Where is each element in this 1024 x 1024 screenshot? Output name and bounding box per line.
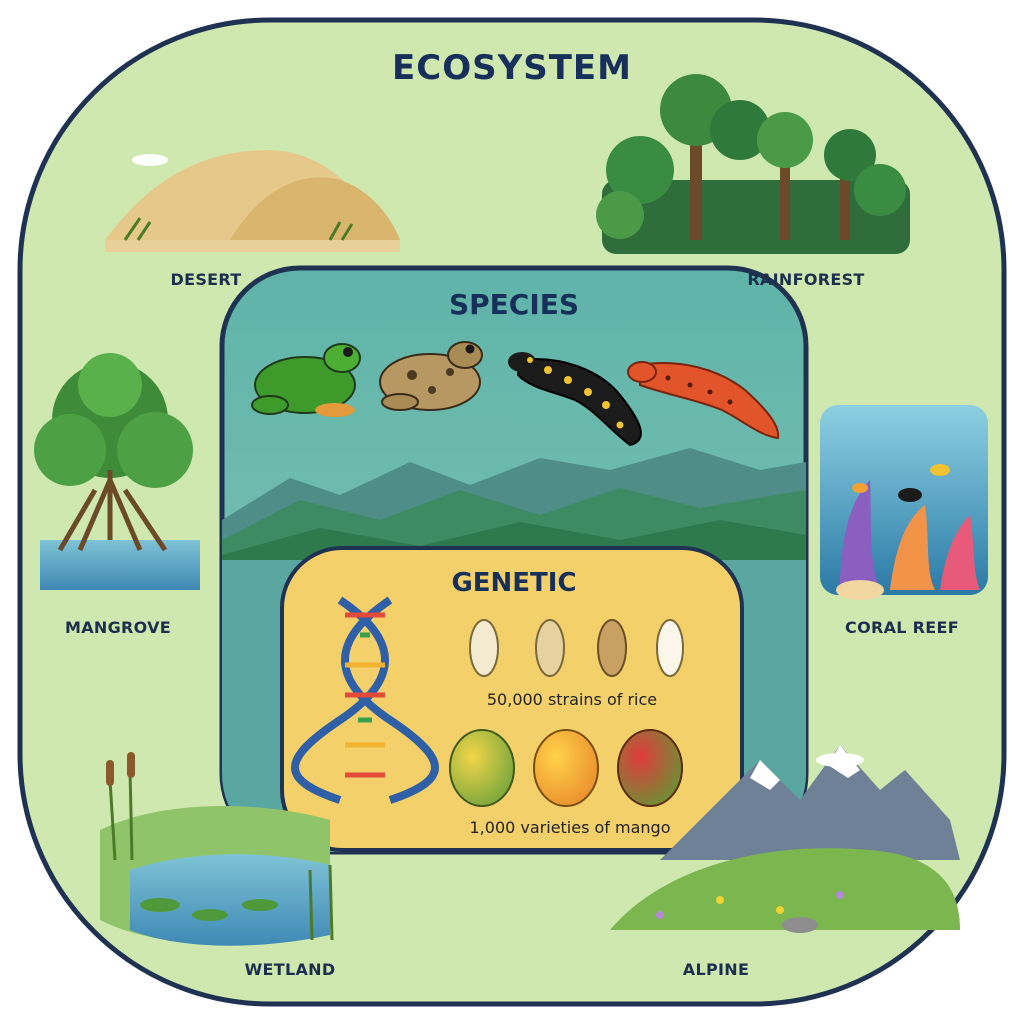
habitat-label-desert: DESERT [170,270,242,289]
ecosystem-title: ECOSYSTEM [392,48,632,88]
rice-grain-icon [656,619,684,677]
desert-illustration [105,150,400,252]
mango-caption: 1,000 varieties of mango [469,818,671,837]
rainforest-illustration [596,74,910,254]
mango-icon [617,729,683,807]
green-tree-frog-icon [251,343,361,417]
mango-icon [533,729,599,807]
rice-grain-icon [535,619,565,677]
habitat-label-coral-reef: CORAL REEF [845,618,959,637]
mango-icon [449,729,515,807]
wetland-illustration [100,752,334,946]
spotted-brown-frog-icon [379,341,483,411]
rice-grain-icon [597,619,627,677]
genetic-title: GENETIC [451,568,577,598]
red-newt-icon [627,361,780,440]
habitat-label-rainforest: RAINFOREST [747,270,865,289]
rice-grain-icon [469,619,499,677]
species-title: SPECIES [448,288,580,321]
alpine-illustration [610,745,960,933]
habitat-label-wetland: WETLAND [244,960,336,979]
dna-helix-icon [291,596,439,804]
habitat-label-alpine: ALPINE [682,960,750,979]
genetic-panel [280,546,744,852]
mangrove-illustration [34,353,200,590]
coral-reef-illustration [820,405,988,600]
fire-salamander-icon [508,352,642,447]
habitat-label-mangrove: MANGROVE [64,618,172,637]
rice-caption: 50,000 strains of rice [486,690,658,709]
